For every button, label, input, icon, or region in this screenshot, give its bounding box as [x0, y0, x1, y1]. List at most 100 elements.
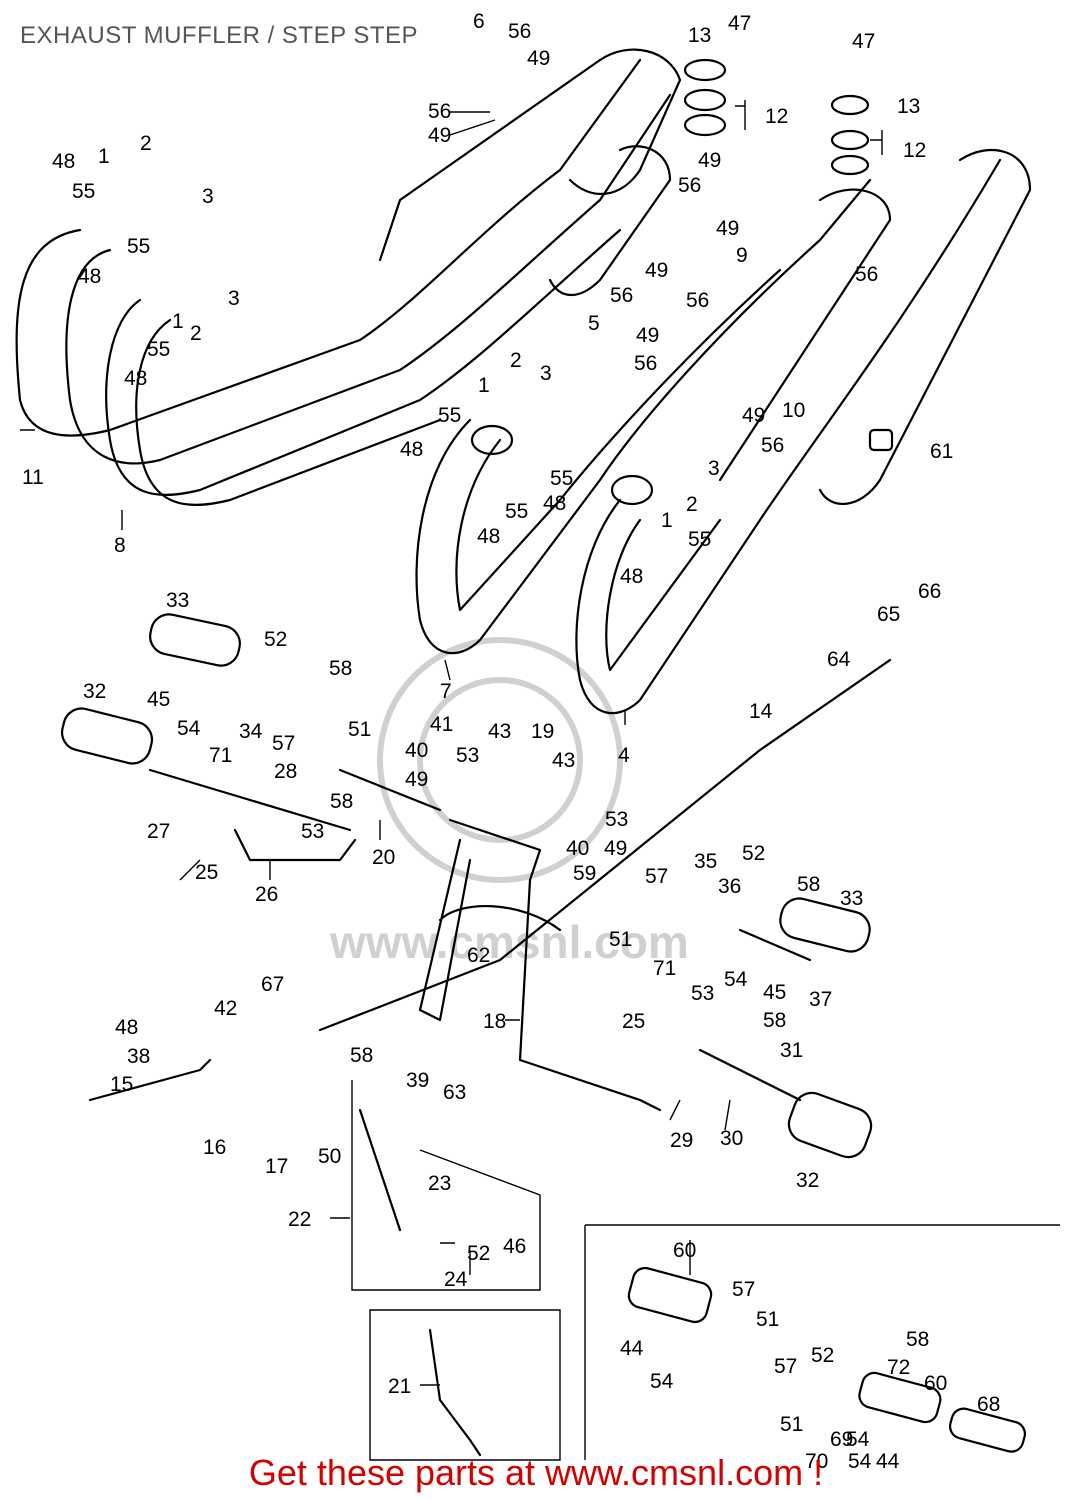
callout-label: 59 — [573, 862, 596, 885]
callout-label: 55 — [505, 500, 528, 523]
stand-assemblies — [88, 818, 662, 1457]
callout-label: 38 — [127, 1045, 150, 1068]
callout-label: 1 — [478, 374, 490, 397]
callout-label: 37 — [809, 988, 832, 1011]
callout-label: 44 — [620, 1337, 644, 1360]
callout-label: 8 — [114, 534, 126, 557]
callout-label: 39 — [406, 1069, 429, 1092]
callout-label: 2 — [140, 132, 152, 155]
callout-label: 45 — [147, 688, 170, 711]
callout-label: 22 — [288, 1208, 311, 1231]
callout-label: 58 — [797, 873, 820, 896]
callout-label: 48 — [400, 438, 423, 461]
watermark-text: www.cmsnl.com — [329, 916, 689, 968]
callout-label: 52 — [811, 1344, 834, 1367]
callout-label: 65 — [877, 603, 900, 626]
callout-label: 28 — [274, 760, 297, 783]
callout-label: 64 — [827, 648, 851, 671]
callout-label: 1 — [172, 310, 184, 333]
callout-label: 51 — [348, 718, 371, 741]
callout-label: 42 — [214, 997, 237, 1020]
callout-label: 26 — [255, 883, 278, 906]
callout-label: 33 — [840, 887, 863, 910]
callout-label: 52 — [742, 842, 765, 865]
footer-link[interactable]: Get these parts at www.cmsnl.com ! — [248, 1452, 824, 1493]
callout-label: 49 — [405, 768, 428, 791]
callout-label: 32 — [796, 1169, 819, 1192]
callout-label: 13 — [897, 95, 920, 118]
callout-label: 51 — [609, 928, 632, 951]
callout-label: 52 — [467, 1242, 490, 1265]
callout-label: 34 — [239, 720, 263, 743]
callout-label: 43 — [488, 720, 511, 743]
callout-label: 15 — [110, 1073, 133, 1096]
callout-label: 49 — [527, 47, 550, 70]
callout-label: 55 — [72, 180, 95, 203]
callout-label: 48 — [543, 492, 566, 515]
callout-label: 49 — [716, 217, 739, 240]
callout-label: 30 — [720, 1127, 743, 1150]
callout-label: 40 — [566, 837, 589, 860]
callout-label: 66 — [918, 580, 941, 603]
callout-label: 53 — [456, 744, 479, 767]
callout-label: 48 — [78, 265, 101, 288]
callout-label: 29 — [670, 1129, 693, 1152]
callout-label: 58 — [330, 790, 353, 813]
callout-label: 45 — [763, 981, 786, 1004]
callout-label: 58 — [329, 657, 352, 680]
callout-label: 19 — [531, 720, 554, 743]
callout-label: 49 — [428, 124, 451, 147]
callout-label: 11 — [22, 466, 44, 489]
callout-label: 7 — [440, 680, 452, 703]
callout-label: 46 — [503, 1235, 526, 1258]
callout-label: 72 — [887, 1356, 910, 1379]
callout-label: 54 — [724, 968, 748, 991]
callout-label: 58 — [906, 1328, 929, 1351]
callout-label: 17 — [265, 1155, 288, 1178]
callout-label: 2 — [190, 322, 202, 345]
callout-label: 35 — [694, 850, 717, 873]
callout-label: 4 — [618, 744, 630, 767]
pipe-clamps — [470, 58, 894, 506]
callout-label: 52 — [264, 628, 287, 651]
callout-label: 55 — [688, 528, 711, 551]
callout-label: 58 — [763, 1009, 786, 1032]
callout-label: 55 — [438, 404, 461, 427]
footrest-assemblies — [60, 613, 892, 1159]
callout-label: 48 — [620, 565, 643, 588]
callout-label: 54 — [848, 1450, 872, 1473]
callout-label: 61 — [930, 440, 953, 463]
callout-label: 3 — [708, 457, 720, 480]
callout-label: 1 — [98, 145, 110, 168]
callout-label: 49 — [604, 837, 627, 860]
callout-label: 25 — [622, 1010, 645, 1033]
callout-label: 16 — [203, 1136, 226, 1159]
callout-label: 40 — [405, 739, 428, 762]
callout-label: 55 — [147, 338, 170, 361]
callout-label: 55 — [127, 235, 150, 258]
callout-label: 20 — [372, 846, 395, 869]
callout-label: 48 — [52, 150, 75, 173]
callout-label: 3 — [540, 362, 552, 385]
callout-label: 48 — [124, 367, 147, 390]
callout-label: 56 — [855, 263, 878, 286]
callout-label: 57 — [732, 1278, 755, 1301]
callout-label: 49 — [645, 259, 668, 282]
callout-label: 71 — [209, 744, 232, 767]
callout-label: 31 — [780, 1039, 803, 1062]
callout-label: 57 — [645, 865, 668, 888]
callout-label: 56 — [610, 284, 633, 307]
callout-label: 49 — [742, 404, 765, 427]
callout-label: 41 — [430, 713, 453, 736]
callout-label: 51 — [756, 1308, 779, 1331]
callout-label: 5 — [588, 312, 600, 335]
callout-label: 54 — [846, 1428, 870, 1451]
callout-label: 44 — [876, 1450, 900, 1473]
callout-label: 71 — [653, 957, 676, 980]
callout-label: 56 — [761, 434, 784, 457]
callout-label: 56 — [686, 289, 709, 312]
callout-label: 1 — [661, 509, 673, 532]
callout-label: 69 — [830, 1428, 853, 1451]
callout-label: 50 — [318, 1145, 341, 1168]
callout-label: 56 — [678, 174, 701, 197]
